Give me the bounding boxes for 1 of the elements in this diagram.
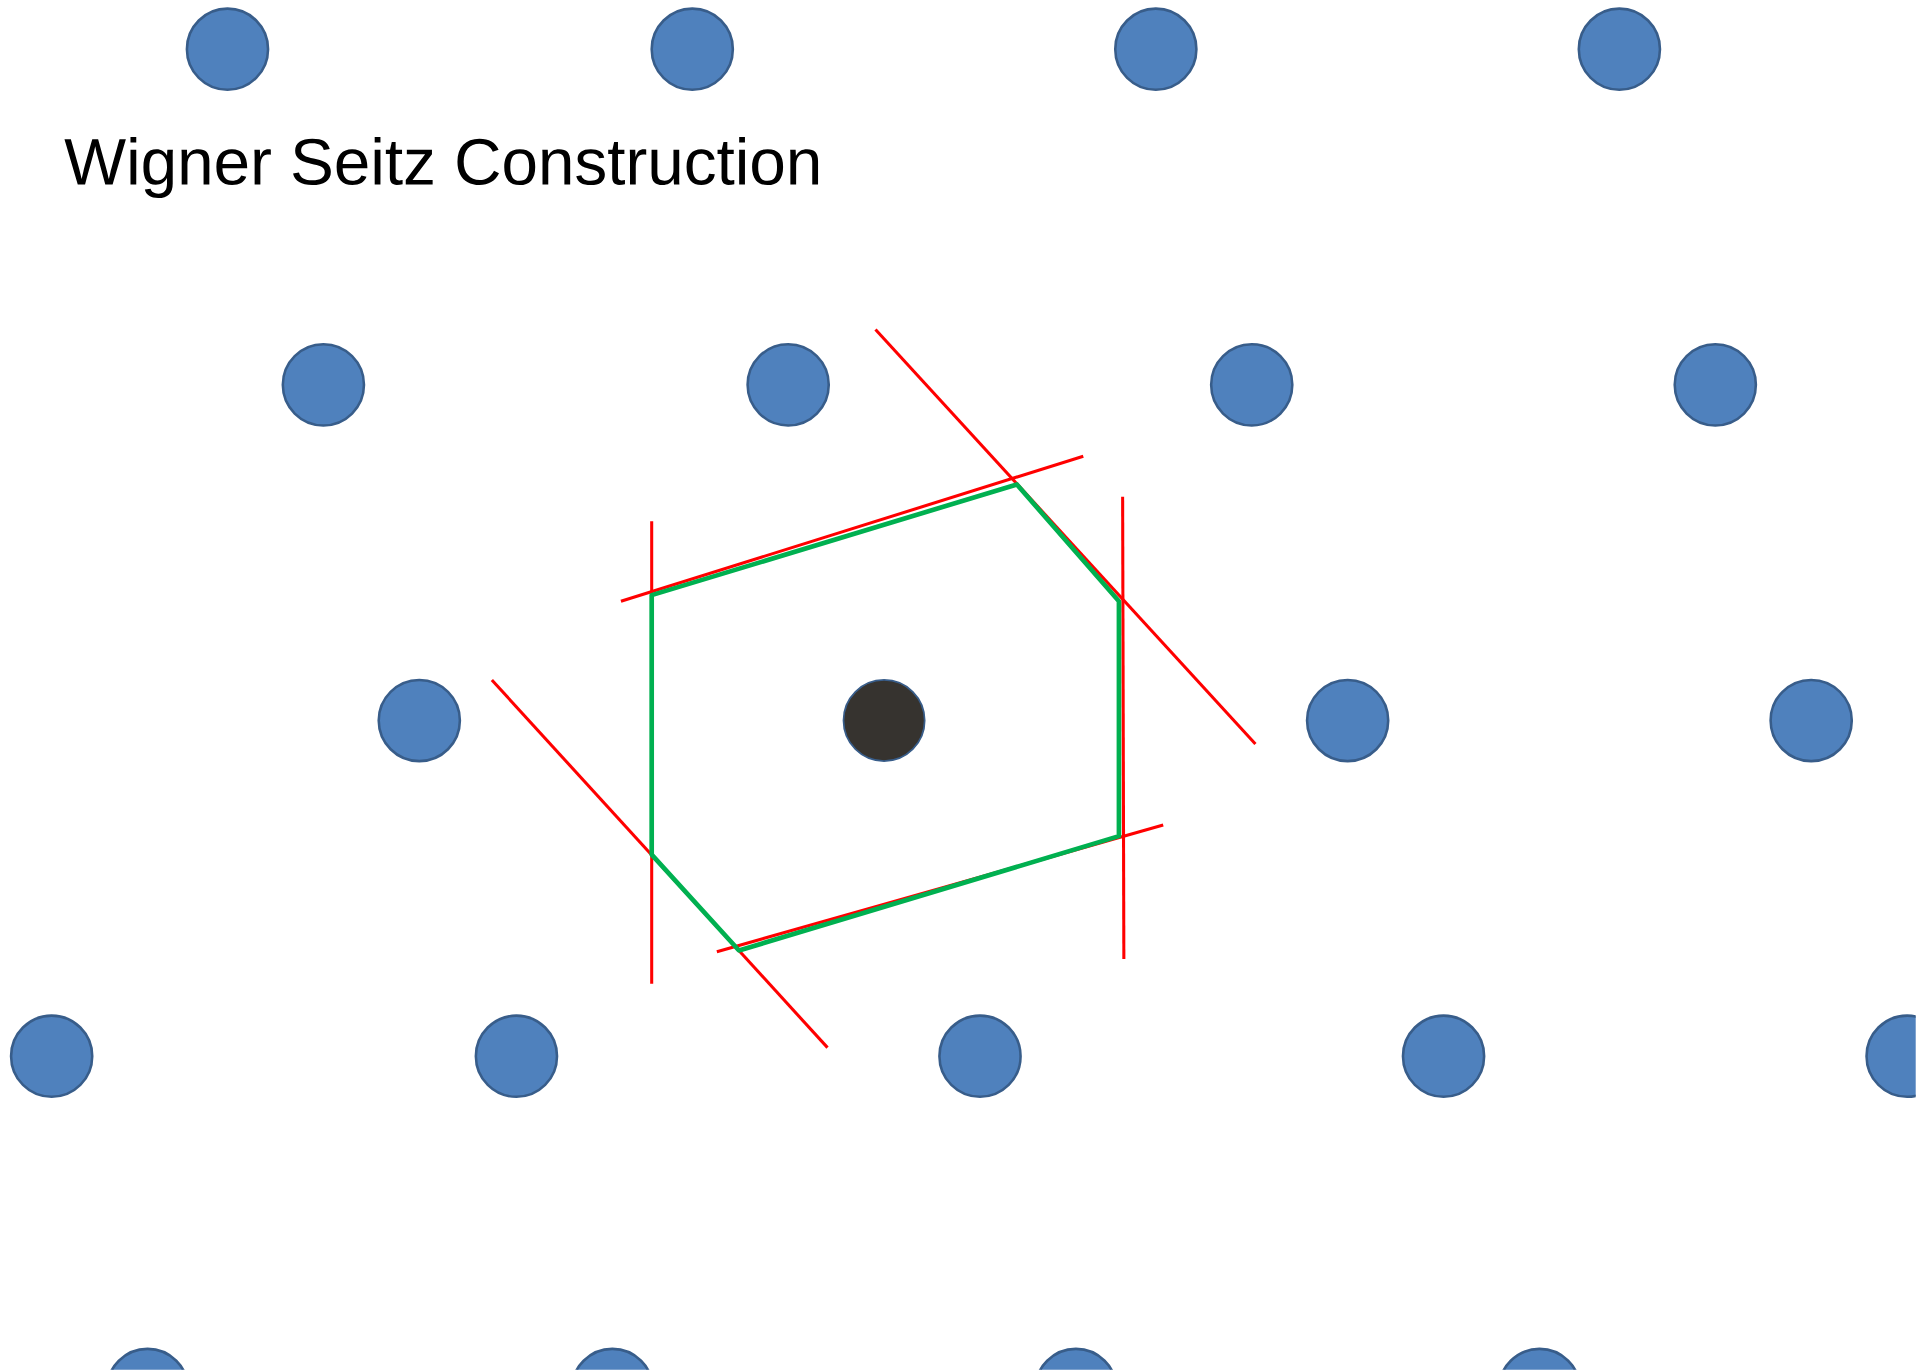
title: Wigner Seitz Construction xyxy=(64,137,819,199)
